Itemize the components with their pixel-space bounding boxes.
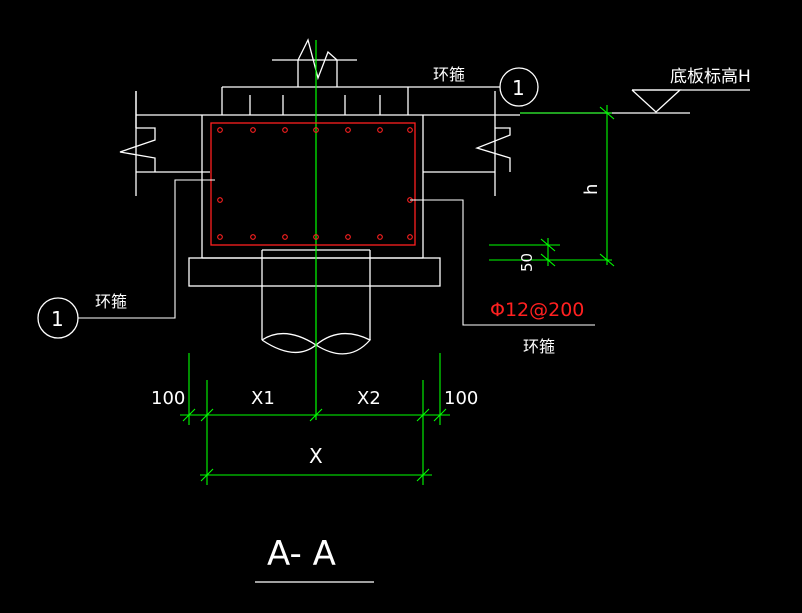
callout-number-top: 1 (512, 76, 525, 100)
hoop-label-right: 环箍 (523, 337, 555, 356)
callout-number-left: 1 (51, 307, 64, 331)
cover-label: 50 (518, 253, 536, 272)
section-title: A- A (267, 534, 336, 574)
hoop-label-left: 环箍 (95, 292, 127, 311)
rebar-dots (217, 127, 413, 240)
elevation-label: 底板标高H (670, 67, 751, 87)
dim-right-edge-label: 100 (444, 388, 478, 409)
dimension-x (180, 353, 450, 485)
rebar-spec-label: Φ12@200 (490, 299, 584, 321)
callout-circle-top (499, 67, 539, 107)
rebar-cage (210, 122, 416, 246)
elevation-symbol (520, 89, 750, 114)
leader-lines (78, 86, 595, 326)
dimension-h (489, 105, 615, 267)
dim-left-edge-label: 100 (151, 388, 185, 409)
hoop-label-top: 环箍 (433, 65, 465, 84)
dim-total-label: X (309, 444, 323, 468)
dim-x2-label: X2 (357, 388, 381, 409)
concrete-outline (135, 91, 520, 340)
callout-circle-left (37, 297, 79, 339)
slab-break-right (475, 127, 511, 172)
slab-break-left (119, 127, 156, 172)
depth-label: h (581, 184, 602, 195)
dim-x1-label: X1 (251, 388, 275, 409)
